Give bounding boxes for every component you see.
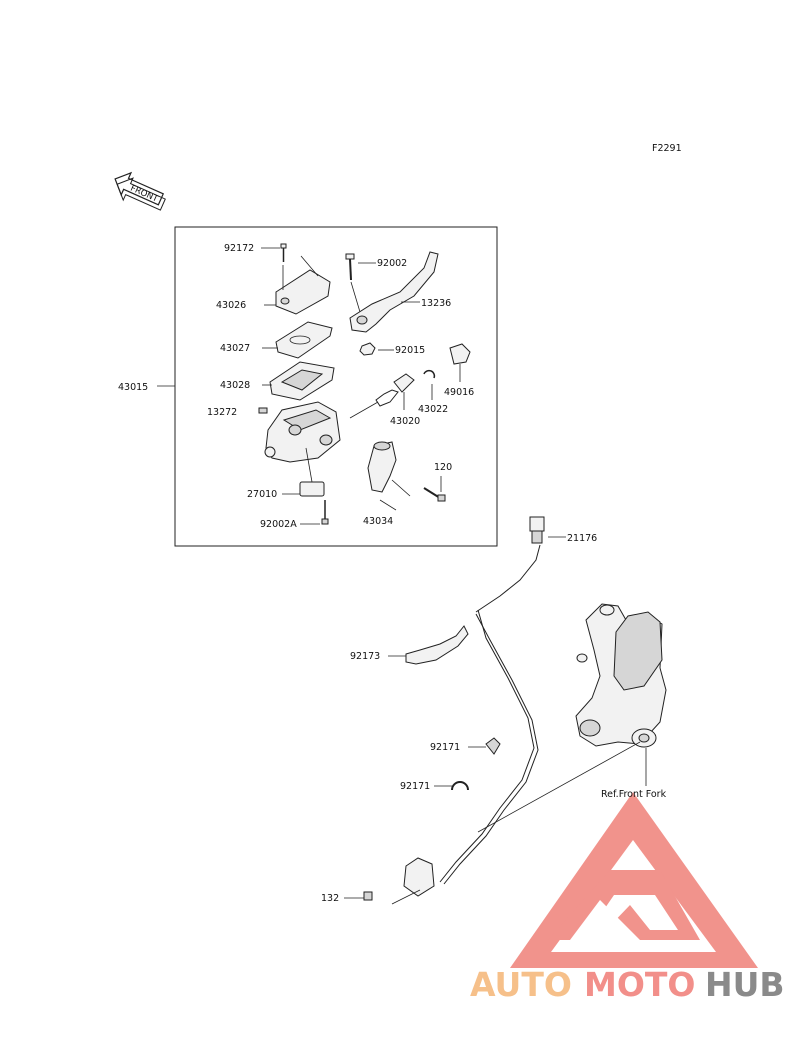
label-43015: 43015 [118,382,148,393]
watermark-text: AUTO MOTO HUB [470,965,785,1004]
pin-13272 [258,407,268,414]
screw-92002A [321,518,329,525]
watermark-hub: HUB [705,965,785,1004]
bolt-132 [363,891,373,901]
label-92002: 92002 [377,258,407,269]
clip-92171-lower [451,781,469,791]
bolt-92002 [345,253,355,281]
label-43026: 43026 [216,300,246,311]
label-ref-front-fork: Ref.Front Fork [601,789,667,800]
reservoir-cap-43026 [275,269,331,315]
front-fork-bracket [575,603,667,748]
label-120: 120 [434,462,452,473]
label-27010: 27010 [247,489,277,500]
plate-43027 [275,321,333,359]
clip-92171-upper [485,737,501,755]
circlip-43022 [423,369,436,379]
bolt-120 [437,494,446,502]
clamp-43034 [367,441,397,493]
master-cylinder-body [264,401,341,483]
label-21176: 21176 [567,533,597,544]
label-43034: 43034 [363,516,393,527]
label-43027: 43027 [220,343,250,354]
label-132: 132 [321,893,339,904]
piston-kit-43020 [349,373,415,419]
bracket-92173 [405,625,469,665]
label-92173: 92173 [350,651,380,662]
label-43022: 43022 [418,404,448,415]
brake-switch-cable [439,516,545,885]
label-43020: 43020 [390,416,420,427]
label-92171-lower: 92171 [400,781,430,792]
label-92002A: 92002A [260,519,297,530]
label-92172: 92172 [224,243,254,254]
assembly-frame [174,226,498,547]
watermark-moto: MOTO [584,965,695,1004]
label-13236: 13236 [421,298,451,309]
label-13272: 13272 [207,407,237,418]
label-43028: 43028 [220,380,250,391]
watermark-auto: AUTO [470,965,572,1004]
label-92171-upper: 92171 [430,742,460,753]
boot-49016 [449,343,471,365]
lever-13236 [349,251,439,333]
switch-body-lower [403,857,435,897]
label-92015: 92015 [395,345,425,356]
figure-code: F2291 [652,143,682,154]
label-49016: 49016 [444,387,474,398]
nut-92015 [359,342,376,356]
front-arrow: FRONT [114,171,166,211]
switch-27010 [299,481,325,497]
watermark-logo [510,792,758,968]
screw-92172 [280,243,287,262]
